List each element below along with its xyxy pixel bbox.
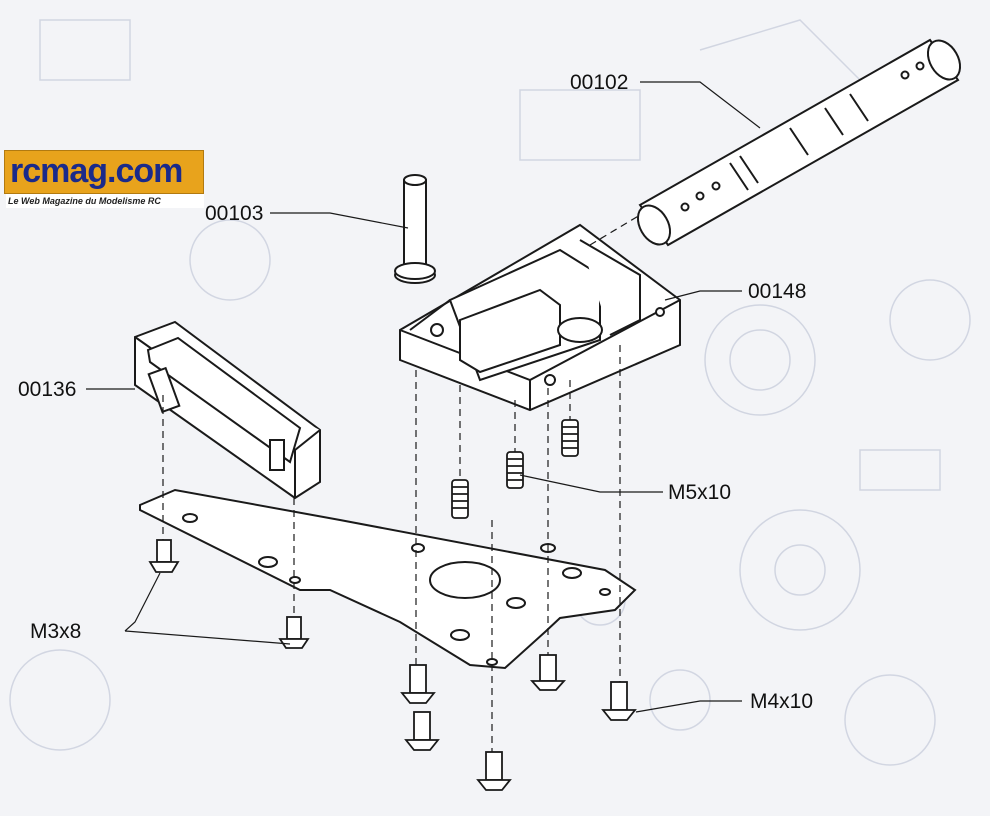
pin-00103 — [394, 174, 436, 284]
block-00148 — [399, 223, 681, 412]
screws-m3x8 — [148, 539, 310, 649]
mounting-plate — [139, 488, 637, 670]
label-00148: 00148 — [748, 280, 807, 303]
label-00136: 00136 — [18, 378, 77, 401]
logo-tagline: Le Web Magazine du Modelisme RC — [6, 194, 204, 208]
label-m4x10: M4x10 — [750, 690, 814, 713]
set-screws-m5x10 — [451, 419, 579, 519]
frame-00136 — [134, 320, 321, 500]
rcmag-logo: rcmag.com Le Web Magazine du Modelisme R… — [4, 150, 204, 208]
shaft-00102 — [636, 38, 962, 247]
leader-lines — [86, 81, 761, 713]
logo-badge — [4, 150, 204, 194]
label-m5x10: M5x10 — [668, 481, 732, 504]
screws-m4x10 — [400, 654, 637, 791]
logo-brand-text: rcmag.com — [10, 152, 183, 190]
label-m3x8: M3x8 — [30, 620, 82, 643]
label-00103: 00103 — [205, 202, 264, 225]
label-00102: 00102 — [570, 71, 629, 94]
assembly-axes — [162, 214, 641, 752]
